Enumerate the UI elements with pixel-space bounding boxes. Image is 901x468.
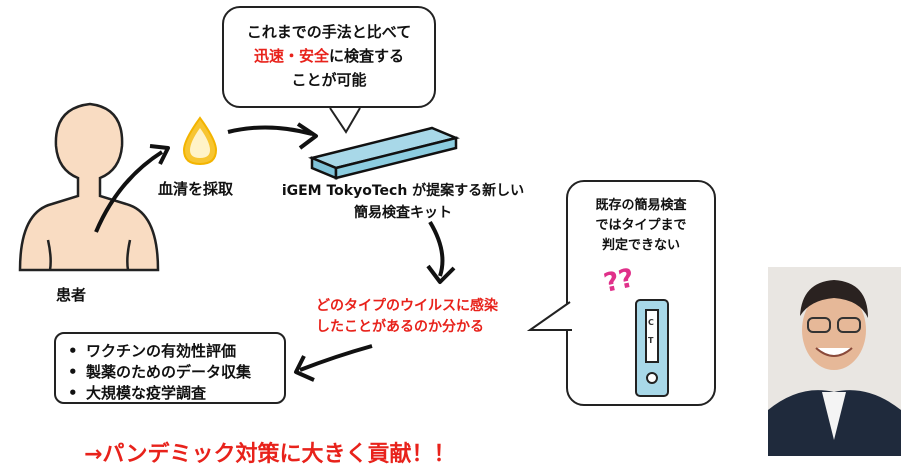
conclusion-text: →パンデミック対策に大きく貢献！！ bbox=[84, 442, 456, 467]
arrow-kit-to-result bbox=[428, 220, 445, 277]
uses-box: ワクチンの有効性評価 製薬のためのデータ収集 大規模な疫学調査 bbox=[54, 332, 286, 404]
use-item-vaccine: ワクチンの有効性評価 bbox=[64, 341, 276, 362]
kit-label-line-1: iGEM TokyoTech が提案する新しい bbox=[281, 183, 525, 199]
use-item-epidemiology: 大規模な疫学調査 bbox=[64, 383, 276, 404]
patient-label: 患者 bbox=[56, 286, 87, 304]
advantage-line-2: 迅速・安全に検査する bbox=[224, 44, 434, 68]
arrow-result-to-uses bbox=[299, 344, 373, 372]
serum-drop-icon bbox=[182, 116, 218, 166]
use-item-pharma-data: 製薬のためのデータ収集 bbox=[64, 362, 276, 383]
advantage-line-3: ことが可能 bbox=[291, 71, 367, 89]
arrow-patient-to-drop bbox=[94, 150, 164, 233]
result-line-2: したことがあるのか分かる bbox=[316, 319, 484, 335]
presenter-photo bbox=[768, 267, 901, 456]
question-marks: ?? bbox=[601, 263, 637, 299]
strip-c-label: C bbox=[648, 318, 654, 327]
blood-label: 血清を採取 bbox=[158, 180, 234, 198]
advantage-line-2-rest: に検査する bbox=[329, 47, 405, 65]
existing-test-strip-icon bbox=[635, 299, 669, 397]
kit-label-line-2: 簡易検査キット bbox=[354, 205, 452, 221]
advantage-speech-bubble: これまでの手法と比べて 迅速・安全に検査する ことが可能 bbox=[222, 6, 436, 108]
strip-t-label: T bbox=[648, 336, 654, 345]
test-kit-icon bbox=[308, 126, 460, 180]
advantage-highlight: 迅速・安全 bbox=[253, 47, 329, 65]
patient-figure bbox=[18, 102, 160, 272]
result-text: どのタイプのウイルスに感染 したことがあるのか分かる bbox=[316, 296, 498, 338]
advantage-line-1: これまでの手法と比べて bbox=[246, 23, 412, 41]
arrow-drop-to-kit bbox=[227, 125, 313, 136]
result-line-1: どのタイプのウイルスに感染 bbox=[316, 298, 498, 314]
kit-label: iGEM TokyoTech が提案する新しい 簡易検査キット bbox=[274, 180, 532, 224]
uses-list: ワクチンの有効性評価 製薬のためのデータ収集 大規模な疫学調査 bbox=[64, 341, 276, 404]
